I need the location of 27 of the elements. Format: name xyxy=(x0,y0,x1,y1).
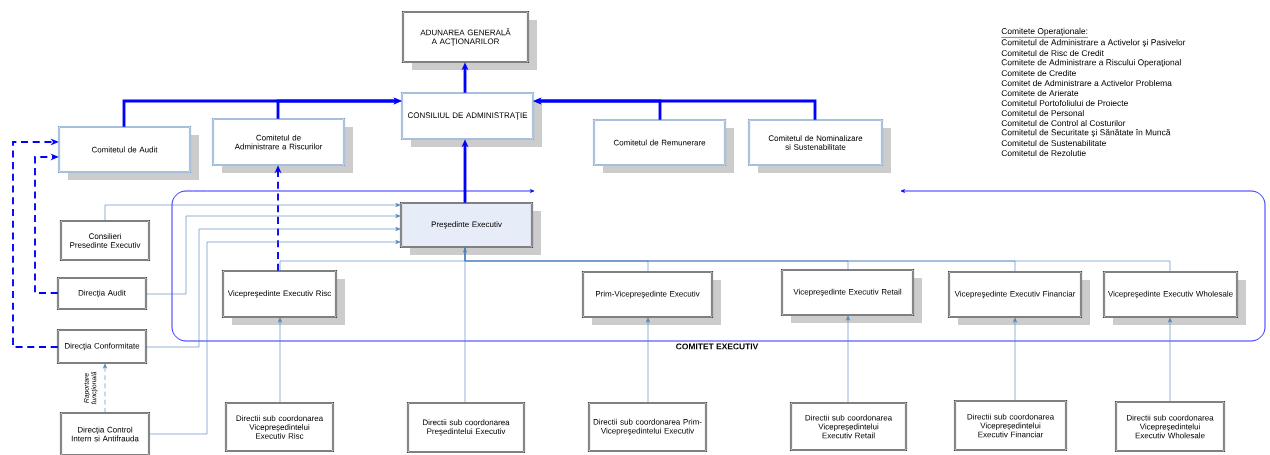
list-item: Comitete de Credite xyxy=(1001,69,1076,77)
arrow xyxy=(145,214,401,295)
arrow xyxy=(103,363,107,414)
arrow xyxy=(846,315,850,404)
arrow xyxy=(1168,317,1172,403)
list-item: Comitetul de Personal xyxy=(1001,109,1084,117)
arrow xyxy=(646,317,650,404)
list-item: Comitetul de Administrare a Activelor şi Pasivelor xyxy=(1001,39,1186,47)
list-item: Comitetul de Rezolutie xyxy=(1001,149,1086,157)
list-item: Comitetul de Securitate şi Sănătate în Muncă xyxy=(1001,129,1171,137)
list-item: Comitete de Administrare a Riscului Operaţional xyxy=(1001,59,1181,67)
list-item: Comitetul Portofoliului de Proiecte xyxy=(1001,99,1128,107)
arrow xyxy=(145,227,401,348)
arrow xyxy=(34,153,59,294)
arrow xyxy=(12,138,59,348)
node-label: COMITET EXECUTIV xyxy=(676,343,759,350)
arrow xyxy=(148,240,401,435)
arrow xyxy=(278,317,282,404)
list-item: Comitet de Administrare a Activelor Problema xyxy=(1001,79,1172,87)
arrow xyxy=(463,247,467,404)
list-item: Comitetul de Risc de Credit xyxy=(1001,49,1104,57)
list-item: Comitetul de Control al Costurilor xyxy=(1001,119,1126,127)
arrow xyxy=(1013,317,1017,402)
list-item: Comitete de Arierate xyxy=(1001,89,1079,97)
list-item: Comitetul de Sustenabilitate xyxy=(1001,139,1106,147)
arrow xyxy=(104,203,401,222)
list-heading: Comitete Operaţionale: xyxy=(1001,27,1089,38)
